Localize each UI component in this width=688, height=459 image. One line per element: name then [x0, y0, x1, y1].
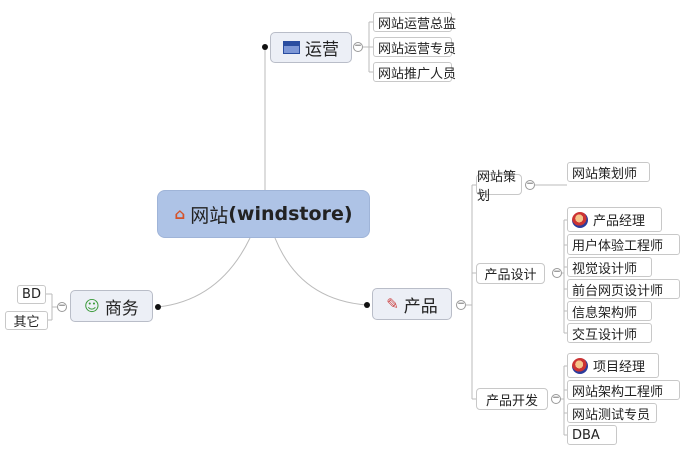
subtopic[interactable]: 产品经理 [567, 207, 662, 232]
subtopic[interactable]: 其它 [5, 311, 48, 330]
subtopic[interactable]: DBA [567, 425, 617, 445]
subtopic[interactable]: 信息架构师 [567, 301, 652, 321]
topic-chanpin[interactable]: ✎ 产品 [372, 288, 452, 320]
topic-shangwu[interactable]: ☺ 商务 [70, 290, 153, 322]
pencil-note-icon: ✎ [386, 295, 399, 313]
branch-anchor-dot [155, 304, 161, 310]
collapse-toggle[interactable]: − [552, 267, 562, 278]
house-icon: ⌂ [174, 205, 186, 223]
collapse-toggle[interactable]: − [551, 393, 561, 404]
branch-anchor-dot [262, 44, 268, 50]
subtopic[interactable]: 网站测试专员 [567, 403, 657, 423]
person-icon: ☺ [84, 297, 100, 315]
subtopic-planning[interactable]: 网站策划 [476, 170, 522, 204]
subtopic[interactable]: 交互设计师 [567, 323, 652, 343]
person-icon [572, 211, 588, 228]
calendar-icon [283, 41, 300, 54]
collapse-toggle[interactable]: − [57, 301, 67, 312]
subtopic-development[interactable]: 产品开发 [476, 388, 548, 410]
subtopic[interactable]: 网站运营总监 [373, 12, 456, 32]
subtopic[interactable]: 网站策划师 [567, 162, 650, 182]
subtopic[interactable]: 网站运营专员 [373, 37, 456, 57]
subtopic[interactable]: 视觉设计师 [567, 257, 652, 277]
subtopic[interactable]: BD [17, 285, 46, 304]
central-topic[interactable]: ⌂ 网站(windstore) [157, 190, 370, 238]
person-icon [572, 357, 588, 374]
subtopic-design[interactable]: 产品设计 [476, 263, 545, 284]
subtopic[interactable]: 项目经理 [567, 353, 659, 378]
subtopic[interactable]: 网站推广人员 [373, 62, 456, 82]
collapse-toggle[interactable]: − [353, 41, 363, 52]
subtopic[interactable]: 前台网页设计师 [567, 279, 680, 299]
collapse-toggle[interactable]: − [456, 299, 466, 310]
branch-anchor-dot [364, 302, 370, 308]
topic-yunying[interactable]: 运营 [270, 32, 352, 63]
subtopic[interactable]: 网站架构工程师 [567, 380, 680, 400]
collapse-toggle[interactable]: − [525, 179, 535, 190]
subtopic[interactable]: 用户体验工程师 [567, 234, 680, 255]
